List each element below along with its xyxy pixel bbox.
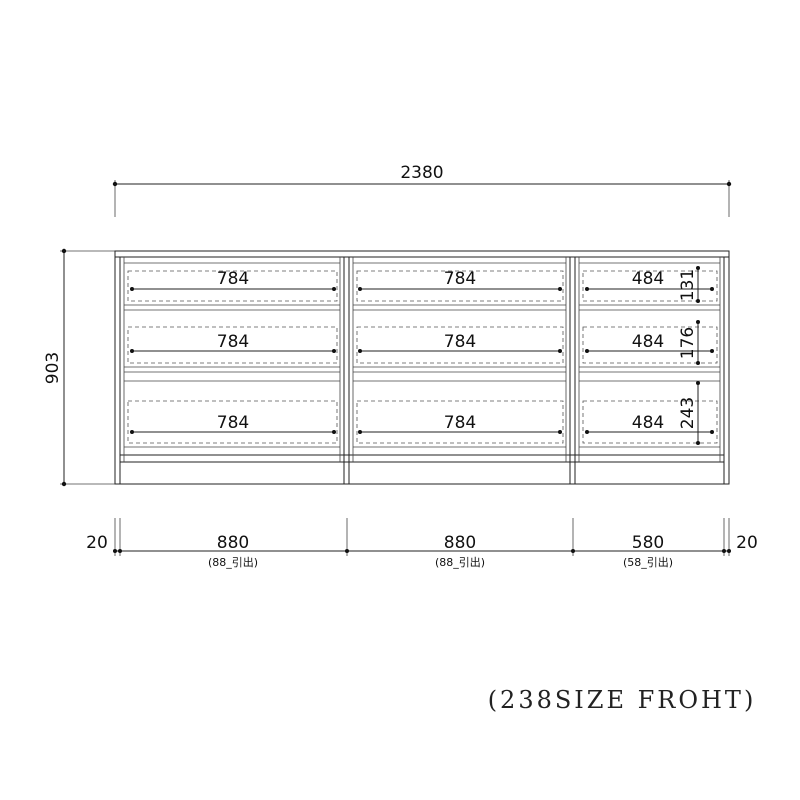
drawer-width-left-2: 784 (217, 332, 249, 352)
side-right-label: 20 (736, 533, 758, 553)
cabinet-body (114, 250, 730, 485)
drawer-height-dimensions: 131 176 243 (678, 266, 700, 445)
section-width-dimensions: 20 20 880 880 580 (88_引出) (88_引出) (58_引出… (86, 518, 758, 569)
section-width-3: 580 (632, 533, 664, 553)
drawer-width-left-3: 784 (217, 413, 249, 433)
drawer-width-middle-2: 784 (444, 332, 476, 352)
drawer-width-right-3: 484 (632, 413, 664, 433)
drawer-width-middle-3: 784 (444, 413, 476, 433)
overall-width-label: 2380 (400, 163, 443, 183)
side-left-label: 20 (86, 533, 108, 553)
section-note-2: (88_引出) (435, 555, 485, 569)
overall-height-dimension: 903 (43, 248, 118, 487)
drawer-rails (123, 257, 721, 462)
section-width-2: 880 (444, 533, 476, 553)
overall-height-label: 903 (43, 352, 63, 384)
drawer-width-left-1: 784 (217, 269, 249, 289)
drawer-height-3: 243 (678, 397, 698, 429)
section-note-3: (58_引出) (623, 555, 673, 569)
drawer-height-1: 131 (678, 269, 698, 301)
overall-width-dimension: 2380 (112, 163, 732, 217)
drawer-width-middle-1: 784 (444, 269, 476, 289)
drawer-width-dimensions (130, 287, 714, 434)
drawer-width-right-1: 484 (632, 269, 664, 289)
drawer-width-labels: 784 784 484 784 784 484 784 784 484 (217, 269, 664, 433)
drawing-caption: (238SIZE FROHT) (488, 686, 757, 714)
drawer-width-right-2: 484 (632, 332, 664, 352)
section-note-1: (88_引出) (208, 555, 258, 569)
drawer-boxes (127, 270, 718, 444)
section-width-1: 880 (217, 533, 249, 553)
drawer-height-2: 176 (678, 327, 698, 359)
